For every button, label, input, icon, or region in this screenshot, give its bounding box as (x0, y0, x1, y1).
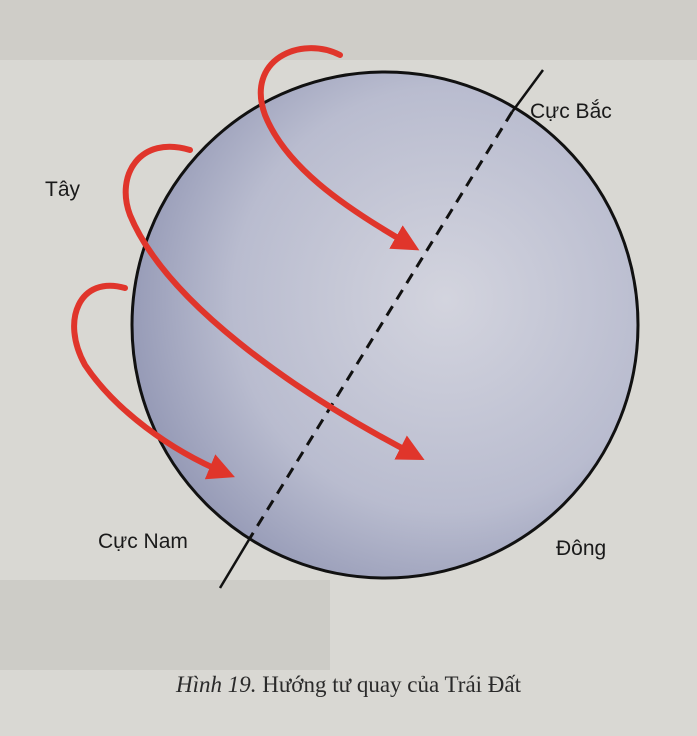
figure-caption-text: Hướng tư quay của Trái Đất (262, 672, 521, 697)
page-shadow-bottom-left (0, 580, 330, 670)
east-label: Đông (556, 537, 607, 560)
rotation-axis-north-tip (510, 69, 545, 113)
rotation-axis-dashed (248, 111, 514, 539)
west-label: Tây (45, 178, 81, 201)
south-pole-label: Cực Nam (98, 530, 188, 553)
figure-number: Hình 19. (175, 672, 257, 697)
rotation-arrow-middle (122, 143, 425, 460)
rotation-arrow-bottom (71, 282, 235, 480)
figure-caption: Hình 19. Hướng tư quay của Trái Đất (0, 672, 697, 698)
rotation-arrow-top (257, 45, 420, 251)
north-pole-label: Cực Bắc (530, 100, 612, 123)
earth-globe (130, 70, 640, 580)
page-shadow-top (0, 0, 697, 60)
rotation-axis-south-tip (218, 537, 252, 589)
